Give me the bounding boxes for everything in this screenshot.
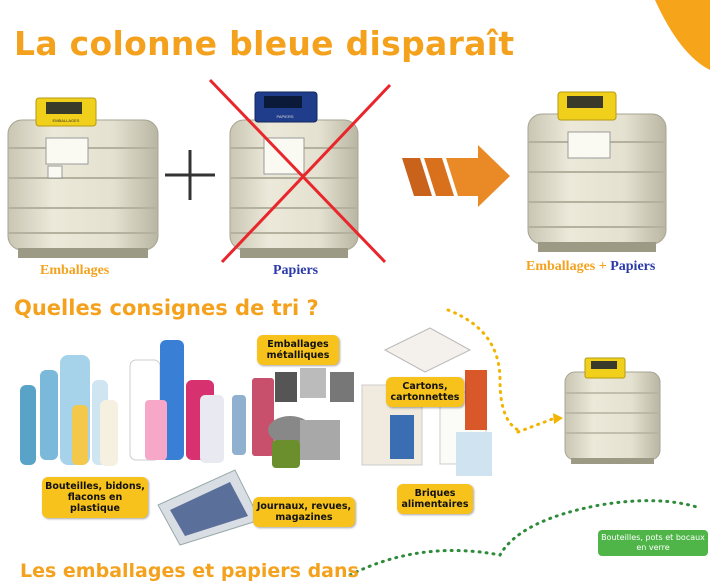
label-result: Emballages + Papiers [526,259,655,275]
tag-journaux: Journaux, revues, magazines [253,497,355,527]
lid-label: PAPIERS [276,114,293,119]
metal-packaging-image [232,368,354,468]
section-title-consignes: Quelles consignes de tri ? [14,296,319,320]
container-small [564,357,661,464]
lid-label: EMBALLAGES [53,118,80,123]
container-emballages-papiers [527,91,667,252]
arrow-right-icon [402,145,510,207]
dotted-path-green [348,499,702,577]
tag-emballages-metalliques: Emballages métalliques [257,335,339,365]
tag-cartons: Cartons, cartonnettes [386,377,464,407]
dotted-path-orange [446,308,520,432]
cartons-image [361,327,492,476]
section-title-bottom: Les emballages et papiers dans [20,560,359,582]
red-cross [208,78,392,264]
page-title: La colonne bleue disparaît [14,24,515,63]
plastic-bottles-image [20,340,224,466]
plus-sign [165,150,215,200]
dotted-arrowhead [553,413,563,424]
label-result-emballages: Emballages [526,259,596,274]
magazines-image [157,469,261,546]
label-result-papiers: Papiers [610,259,656,274]
container-emballages: EMBALLAGES [7,97,159,258]
orange-corner-shape [655,0,710,70]
label-emballages: Emballages [40,263,110,278]
tag-verre: Bouteilles, pots et bocaux en verre [598,530,708,556]
tag-plastique: Bouteilles, bidons, flacons en plastique [42,477,148,518]
tag-briques: Briques alimentaires [397,484,473,514]
label-result-plus: + [598,259,607,274]
label-papiers: Papiers [273,263,319,278]
